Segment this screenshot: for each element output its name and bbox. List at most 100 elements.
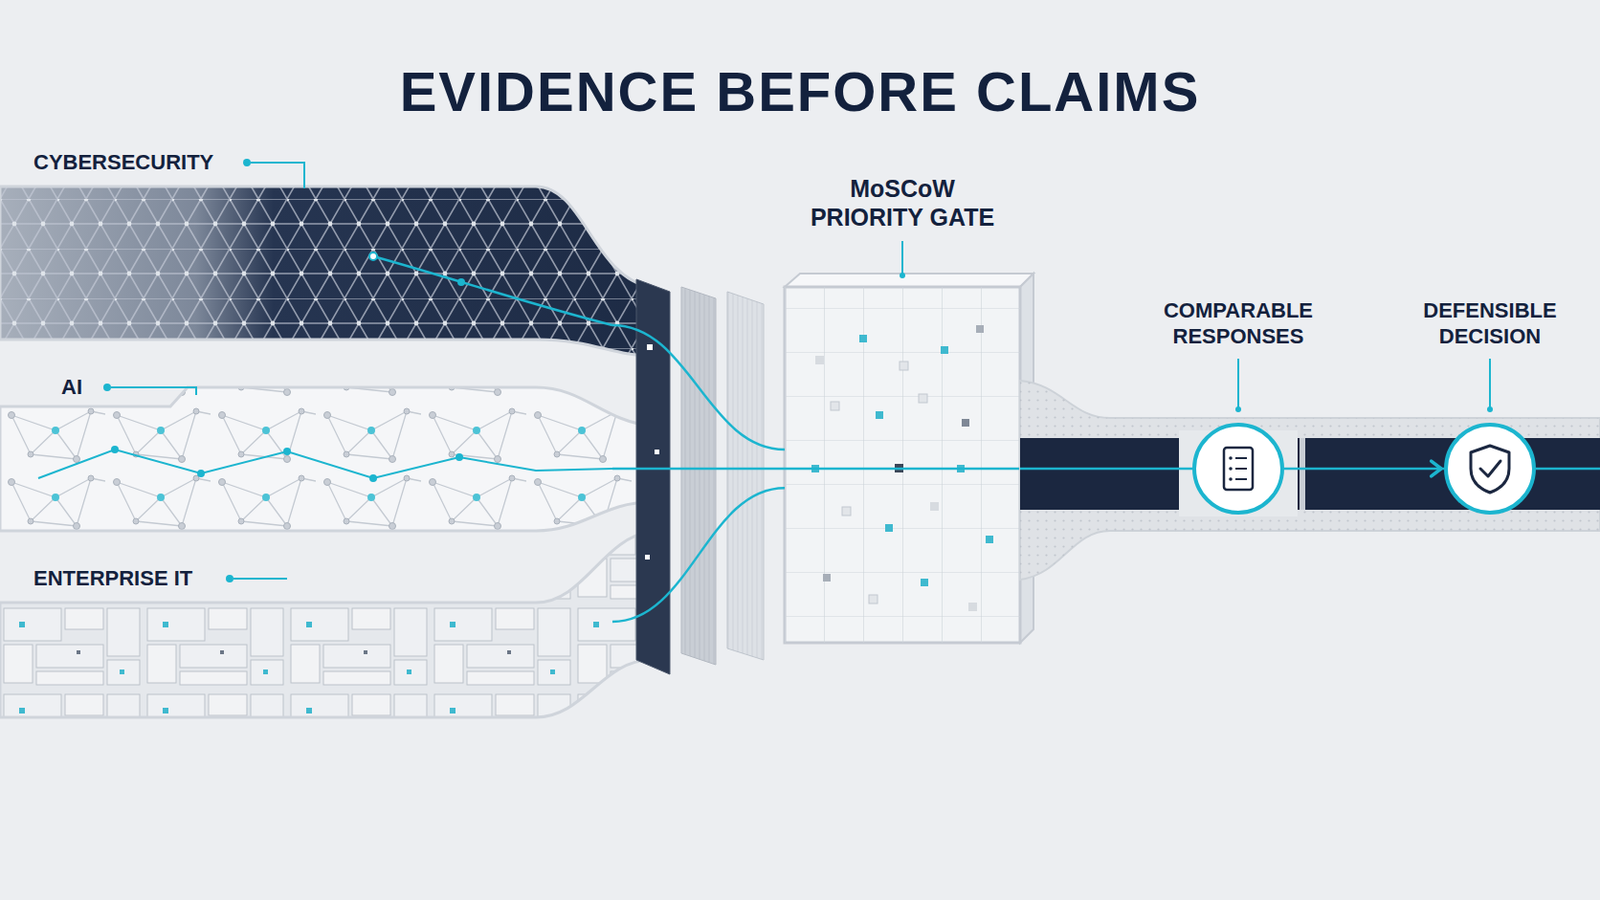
cell [868, 595, 878, 604]
cell [822, 574, 831, 582]
leader-dot [103, 383, 112, 392]
gate-body [784, 287, 1021, 644]
check-icon [1480, 461, 1501, 477]
cell [842, 507, 851, 516]
cell [830, 401, 840, 411]
shield-icon [1470, 445, 1510, 493]
leader-line [250, 162, 305, 189]
signal-trace [373, 256, 613, 326]
signal-dot [197, 469, 205, 478]
label-text: CYBERSECURITY [33, 150, 214, 176]
node-label: ENTERPRISE IT [33, 566, 193, 592]
decision-icon: DEFENSIBLE DECISION [1444, 422, 1536, 515]
band-rim [0, 186, 651, 356]
cell [859, 334, 867, 343]
document-icon [1228, 466, 1233, 471]
icon-ring [1194, 424, 1283, 513]
panel-mark [654, 449, 660, 455]
leader-line [901, 241, 904, 276]
leader-dot [1235, 406, 1242, 413]
node-label: CYBERSECURITY [33, 150, 214, 176]
arrow-head [1431, 461, 1442, 477]
node-label: DEFENSIBLE DECISION [1399, 298, 1581, 350]
leader-dot [1487, 406, 1493, 413]
enterprise-stream: ENTERPRISE IT [0, 602, 613, 718]
leader-dot [243, 158, 251, 167]
signal-trace [38, 449, 613, 479]
cell [899, 361, 909, 371]
cell [885, 524, 893, 533]
signal-dot [455, 453, 464, 462]
gate-grid [784, 287, 1021, 644]
band-rim [0, 387, 651, 532]
node-label: AI [61, 375, 83, 400]
cell [976, 325, 984, 334]
node-label: COMPARABLE RESPONSES [1147, 298, 1330, 350]
label-text: COMPARABLE RESPONSES [1147, 298, 1330, 350]
pipe-texture [1020, 380, 1600, 580]
priority-gate: MoSCoW PRIORITY GATE [784, 287, 1021, 644]
cyber-band [0, 186, 651, 356]
label-text: ENTERPRISE IT [33, 566, 193, 592]
channel-joint [1299, 438, 1306, 511]
leader-line [1488, 358, 1491, 410]
output-pipe [1020, 380, 1600, 580]
ai-band [0, 387, 651, 532]
document-icon [1228, 477, 1233, 482]
signal-dot [369, 252, 378, 261]
leader-line [1237, 358, 1240, 410]
flow-connector [612, 325, 785, 450]
signal-trace [784, 467, 1021, 471]
leader-line [111, 387, 197, 396]
ai-stream: AI [0, 406, 613, 532]
label-text: MoSCoW PRIORITY GATE [800, 174, 1006, 232]
panel-texture [681, 287, 716, 666]
document-icon [1228, 456, 1233, 461]
cell [875, 411, 884, 420]
document-icon [1235, 458, 1247, 480]
icon-ring [1445, 424, 1534, 513]
leader-dot [225, 575, 234, 583]
label-text: DEFENSIBLE DECISION [1399, 298, 1581, 350]
signal-trace [1535, 467, 1600, 471]
enterprise-band [0, 532, 651, 718]
band-rim [0, 532, 651, 718]
panel-mark [644, 555, 650, 560]
filter-panel [727, 291, 764, 661]
cell [961, 419, 970, 427]
signal-dot [111, 445, 119, 454]
flow-connector [612, 488, 785, 623]
cyber-stream: CYBERSECURITY [0, 186, 613, 340]
panel-mark [646, 344, 653, 351]
cell [930, 502, 939, 512]
flow-connector [612, 467, 785, 471]
diagram-title: EVIDENCE BEFORE CLAIMS [0, 60, 1600, 125]
responses-icon: COMPARABLE RESPONSES [1192, 422, 1285, 515]
node-label: MoSCoW PRIORITY GATE [800, 174, 1006, 232]
signal-dot [369, 474, 378, 483]
lattice-texture [0, 186, 651, 356]
signal-dot [457, 278, 466, 287]
network-texture [0, 387, 651, 532]
cell [985, 535, 994, 544]
block-texture [0, 532, 651, 718]
flow-connector [1284, 467, 1445, 471]
leader-dot [899, 272, 906, 279]
panel-texture [727, 291, 764, 661]
cell [918, 394, 928, 403]
signal-dot [283, 447, 291, 456]
label-text: AI [61, 375, 83, 400]
cell [815, 355, 824, 365]
leader-line [233, 577, 288, 580]
cell [920, 578, 929, 587]
flow-connector [1020, 467, 1193, 471]
cell [968, 602, 978, 612]
filter-panel [681, 287, 716, 666]
cell [940, 346, 949, 355]
gate-top [784, 273, 1034, 288]
document-icon [1223, 447, 1253, 490]
